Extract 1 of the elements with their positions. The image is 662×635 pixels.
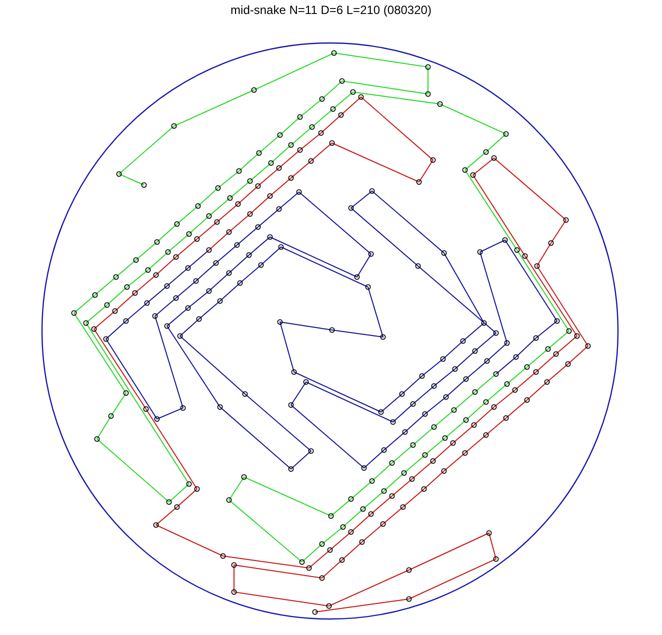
diagram-title: mid-snake N=11 D=6 L=210 (080320)	[230, 3, 432, 17]
